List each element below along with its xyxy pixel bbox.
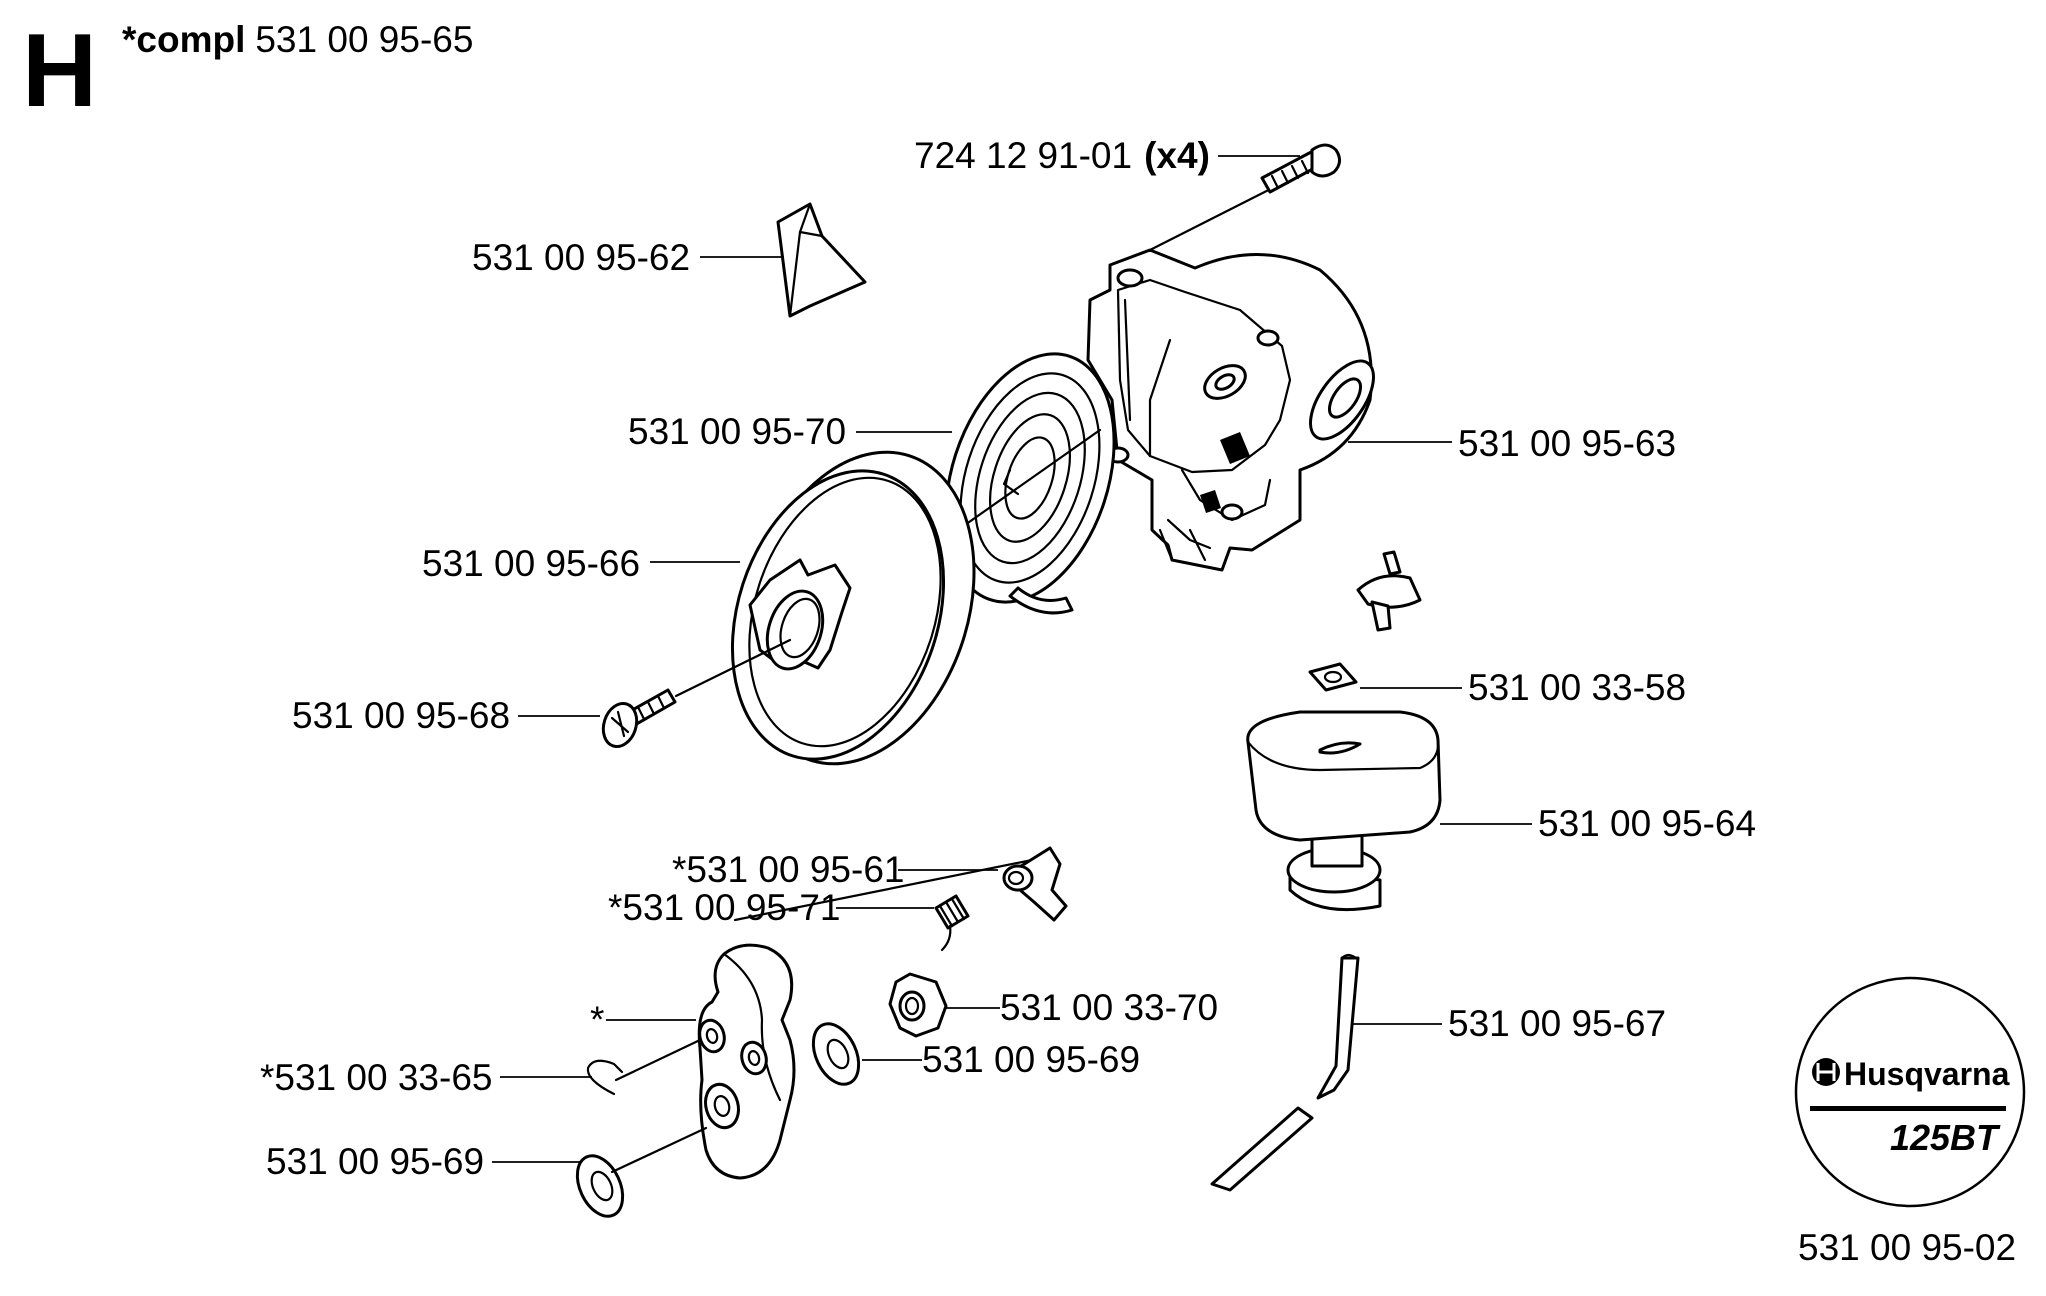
circlip [586,1038,702,1096]
washer-upper [811,1022,861,1086]
label-rope: 531 00 95-67 [1448,1003,1666,1044]
drawing-number: 531 00 95-02 [1798,1227,2016,1268]
compl-number: 531 00 95-65 [255,19,473,60]
hex-nut [888,972,948,1038]
screw-x4-qty: (x4) [1144,135,1210,176]
label-circlip: *531 00 33-65 [260,1057,492,1098]
starter-handle [1246,710,1442,912]
pawl-spring [934,894,970,952]
badge-circle [1794,976,2026,1208]
rope-guide [776,202,867,318]
center-screw [601,638,792,748]
pawl-axis-line [733,856,1044,922]
label-housing: 531 00 95-63 [1458,423,1676,464]
label-screw-x4: 724 12 91-01 (x4) [914,135,1210,176]
label-pawl-spring: *531 00 95-71 [608,887,840,928]
starter-rope [1210,953,1360,1192]
label-center-screw: 531 00 95-68 [292,695,510,736]
badge-rule [1810,1106,2006,1111]
label-washer-lower: 531 00 95-69 [266,1141,484,1182]
label-guide: 531 00 95-62 [472,237,690,278]
label-spring: 531 00 95-70 [628,411,846,452]
rope-eyelet [1308,550,1422,692]
badge-brand: Husqvarna [1844,1056,2010,1092]
label-body-asterisk: * [590,999,604,1040]
label-eyelet: 531 00 33-58 [1468,667,1686,708]
compl-prefix: *compl [122,19,245,60]
rope-pulley [730,450,976,766]
section-letter: H [22,13,97,129]
husqvarna-logo-icon [1812,1058,1840,1086]
model-badge: Husqvarna 125BT [1794,976,2026,1208]
label-handle: 531 00 95-64 [1538,803,1756,844]
label-pulley: 531 00 95-66 [422,543,640,584]
starter-housing [1086,248,1375,572]
label-pawl: *531 00 95-61 [672,849,904,890]
badge-model: 125BT [1890,1117,2001,1158]
washer-lower [575,1126,708,1218]
label-washer-upper: 531 00 95-69 [922,1039,1140,1080]
pawl [1002,846,1068,922]
pawl-body [697,943,796,1180]
label-nut: 531 00 33-70 [1000,987,1218,1028]
screw-x4-number: 724 12 91-01 [914,135,1132,176]
housing-screw [1148,143,1341,252]
